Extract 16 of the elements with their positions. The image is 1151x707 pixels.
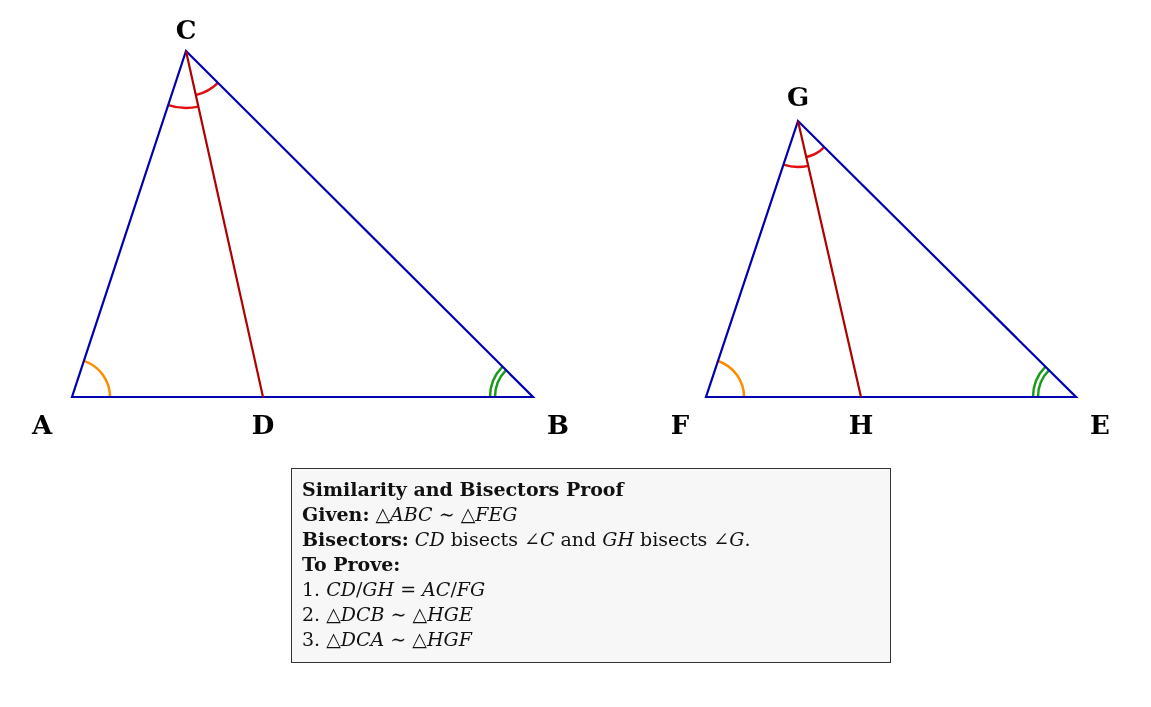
vertex-label: H — [848, 410, 874, 440]
proof-statement: 1. CD/GH = AC/FG — [302, 577, 486, 602]
proof-statement: Given: △ABC ∼ △FEG — [302, 502, 518, 527]
vertex-label: G — [786, 82, 810, 112]
vertex-label: F — [670, 410, 690, 440]
proof-statement: Bisectors: CD bisects ∠C and GH bisects ∠G. — [302, 527, 751, 552]
proof-box — [291, 468, 891, 663]
proof-heading: Similarity and Bisectors Proof — [302, 477, 624, 502]
vertex-label: E — [1090, 410, 1110, 440]
vertex-label: B — [547, 410, 569, 440]
vertex-label: D — [251, 410, 275, 440]
vertex-label: C — [175, 15, 197, 45]
vertex-label: A — [31, 410, 53, 440]
proof-statement: 2. △DCB ∼ △HGE — [302, 602, 473, 627]
proof-statement: 3. △DCA ∼ △HGF — [302, 627, 472, 652]
proof-heading: To Prove: — [302, 552, 401, 577]
